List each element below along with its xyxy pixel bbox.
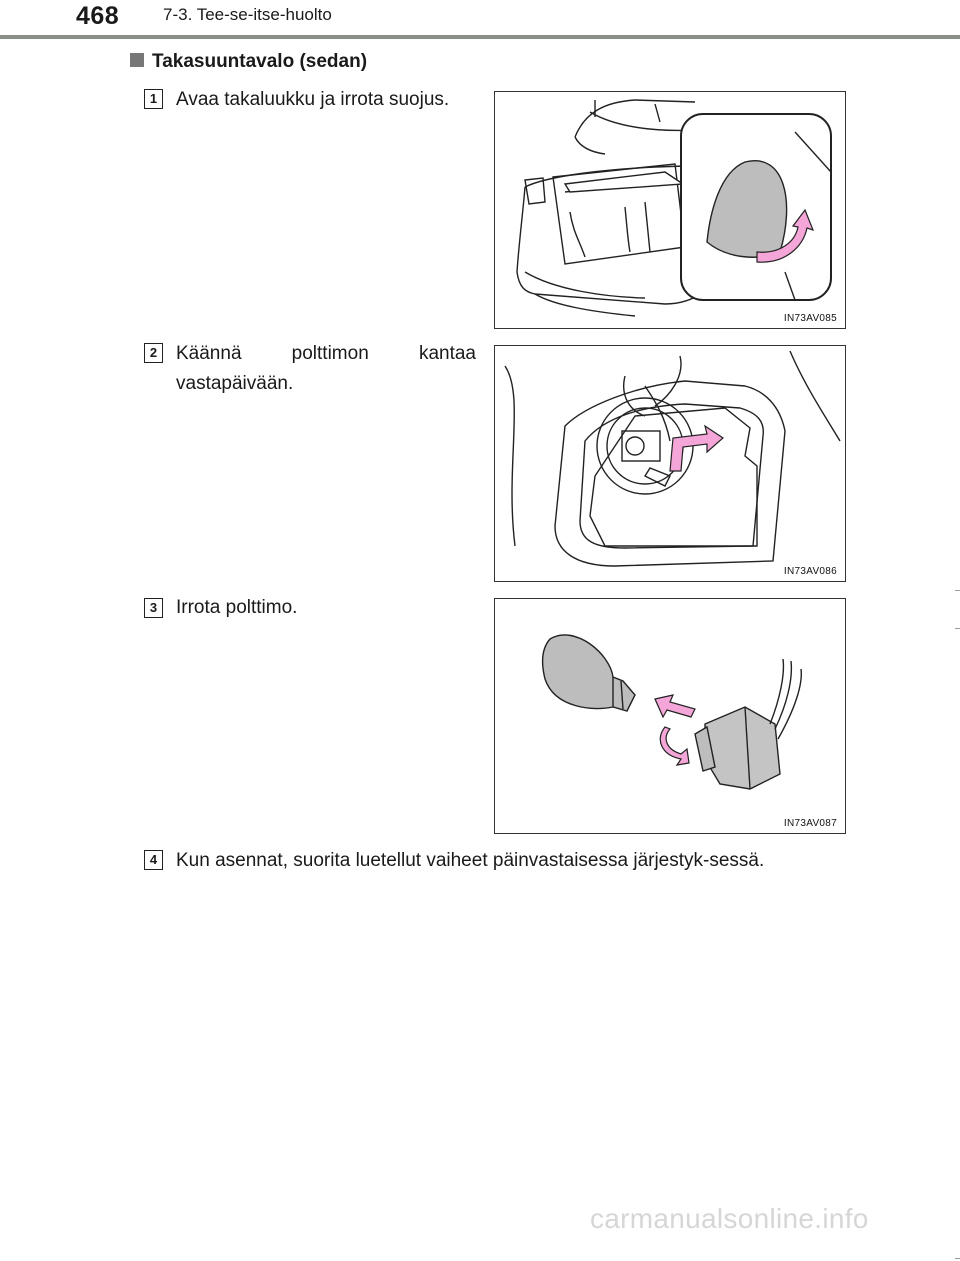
step-number-2: 2: [144, 343, 163, 363]
figure-code-2: IN73AV086: [783, 566, 837, 577]
figure-code-1: IN73AV085: [783, 313, 837, 324]
edge-mark: [955, 590, 960, 591]
header-divider: [0, 35, 960, 39]
step-text-1: Avaa takaluukku ja irrota suojus.: [176, 89, 450, 110]
section-heading: Takasuuntavalo (sedan): [130, 51, 367, 73]
figure-code-3: IN73AV087: [783, 818, 837, 829]
step-text-4: Kun asennat, suorita luetellut vaiheet p…: [176, 850, 765, 871]
trunk-illustration: [516, 99, 832, 317]
figure-turn-bulb-socket: IN73AV086: [494, 345, 846, 582]
step-text-2: Käännä polttimon kantaa vastapäivään.: [176, 343, 476, 394]
watermark: carmanualsonline.info: [590, 1203, 869, 1234]
step-number-4: 4: [144, 850, 163, 870]
figure-remove-bulb: IN73AV087: [494, 598, 846, 834]
step-number-1: 1: [144, 89, 163, 109]
figure-open-trunk-remove-cover: IN73AV085: [494, 91, 846, 329]
edge-mark: [955, 1258, 960, 1259]
socket-illustration: [504, 350, 841, 567]
section-title: 7-3. Tee-se-itse-huolto: [163, 5, 332, 24]
square-bullet-icon: [130, 53, 144, 67]
heading-text: Takasuuntavalo (sedan): [152, 51, 368, 72]
page-number: 468: [76, 2, 120, 30]
edge-mark: [955, 628, 960, 629]
step-text-3: Irrota polttimo.: [176, 597, 298, 618]
bulb-illustration: [541, 634, 802, 790]
step-number-3: 3: [144, 598, 163, 618]
